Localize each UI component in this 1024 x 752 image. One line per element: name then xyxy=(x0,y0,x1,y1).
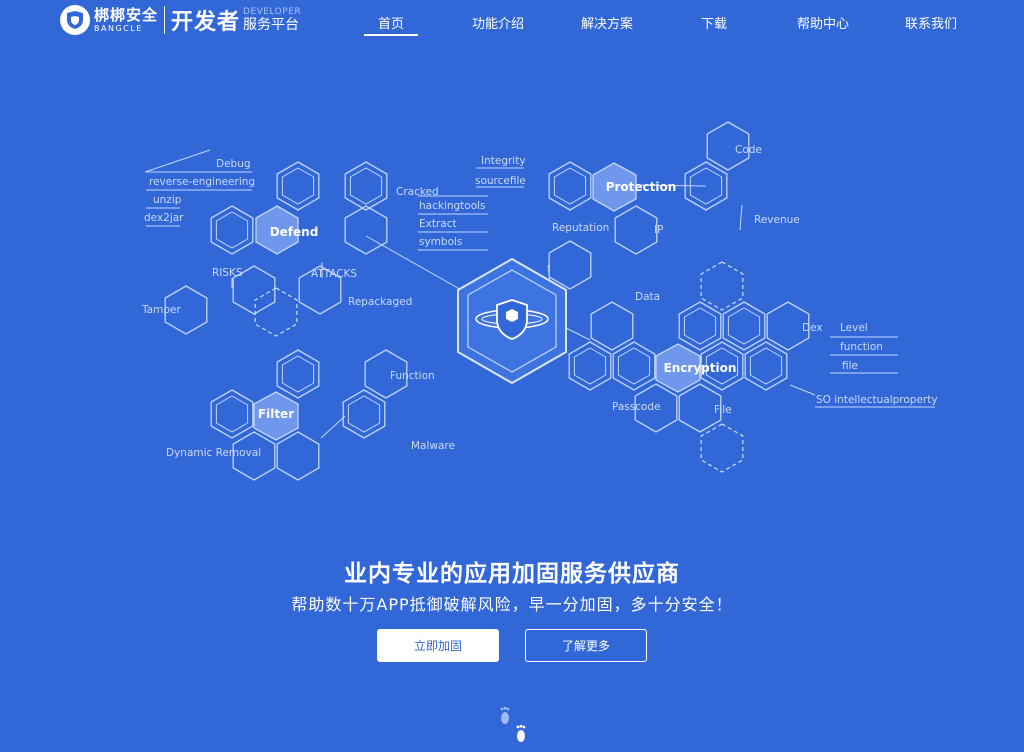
label-risks: RISKS xyxy=(212,267,243,279)
defend-cluster: Defend xyxy=(164,161,388,337)
label-malware: Malware xyxy=(411,440,455,452)
label-dex2jar: dex2jar xyxy=(144,212,184,224)
label-passcode: Passcode xyxy=(612,401,661,413)
label-function: Function xyxy=(390,370,435,382)
label-cracked: Cracked xyxy=(396,186,439,198)
label-data: Data xyxy=(635,291,660,303)
label-reverse-engineering: reverse-engineering xyxy=(149,176,255,188)
nav-item-solutions[interactable]: 解决方案 xyxy=(580,17,634,32)
nav-item-help[interactable]: 帮助中心 xyxy=(796,17,850,32)
filter-cluster: Filter xyxy=(210,349,408,481)
nav-item-home[interactable]: 首页 xyxy=(377,17,405,32)
nav-item-features[interactable]: 功能介绍 xyxy=(471,17,525,32)
defend-hub-label: Defend xyxy=(270,225,319,239)
label-level: Level xyxy=(840,322,868,334)
nav-item-download[interactable]: 下载 xyxy=(700,17,728,32)
label-so-intellectual-property: SO intellectualproperty xyxy=(816,394,938,406)
security-hexagon-illustration: Defend Protection Encryption xyxy=(141,121,938,481)
logo-subtitle: DEVELOPER 服务平台 xyxy=(243,7,302,33)
label-sourcefile: sourcefile xyxy=(475,175,526,187)
logo-brand-cn: 梆梆安全 xyxy=(94,5,159,24)
start-hardening-button[interactable]: 立即加固 xyxy=(377,629,499,662)
bangcle-shield-icon xyxy=(60,5,90,35)
learn-more-button[interactable]: 了解更多 xyxy=(525,629,647,662)
hero-subtitle: 帮助数十万APP抵御破解风险，早一分加固，多十分安全！ xyxy=(291,595,733,614)
nav-item-contact[interactable]: 联系我们 xyxy=(904,17,958,32)
encryption-hub-label: Encryption xyxy=(664,361,737,375)
shield-icon xyxy=(475,299,549,340)
header: 梆梆安全 BANGCLE 开发者 DEVELOPER 服务平台 首页 功能介绍 … xyxy=(0,0,1024,44)
logo-divider xyxy=(164,6,166,34)
logo-title: 开发者 xyxy=(171,10,241,35)
label-extract: Extract xyxy=(419,218,457,230)
label-revenue: Revenue xyxy=(754,214,800,226)
label-reputation: Reputation xyxy=(552,222,609,234)
label-debug: Debug xyxy=(216,158,251,170)
logo-subtitle-cn: 服务平台 xyxy=(243,17,300,33)
logo-brand-en: BANGCLE xyxy=(94,23,143,33)
label-ip: IP xyxy=(654,224,663,236)
label-symbols: symbols xyxy=(419,236,462,248)
label-function-lc: function xyxy=(840,341,883,353)
label-file: File xyxy=(714,404,732,416)
label-tamper: Tamper xyxy=(141,304,181,316)
label-unzip: unzip xyxy=(153,194,182,206)
scroll-down-footprints-icon[interactable] xyxy=(493,704,537,750)
hero-title: 业内专业的应用加固服务供应商 xyxy=(344,561,680,587)
illustration-labels: Debug reverse-engineering unzip dex2jar … xyxy=(141,144,938,459)
protection-cluster: Protection xyxy=(548,121,750,290)
label-code: Code xyxy=(735,144,762,156)
label-repackaged: Repackaged xyxy=(348,296,412,308)
label-file-lc: file xyxy=(842,360,858,372)
logo-subtitle-en: DEVELOPER xyxy=(243,7,302,17)
nav-active-indicator xyxy=(364,34,418,36)
label-integrity: Integrity xyxy=(481,155,526,167)
encryption-cluster: Encryption xyxy=(568,261,810,473)
logo-brand: 梆梆安全 BANGCLE xyxy=(94,5,159,33)
protection-hub-label: Protection xyxy=(606,180,677,194)
label-hackingtools: hackingtools xyxy=(419,200,486,212)
label-dex: Dex xyxy=(802,322,823,334)
label-attacks: ATTACKS xyxy=(311,268,357,280)
label-dynamic-removal: Dynamic Removal xyxy=(166,447,261,459)
label-rules xyxy=(146,167,935,408)
filter-hub-label: Filter xyxy=(258,407,294,421)
logo[interactable]: 梆梆安全 BANGCLE 开发者 DEVELOPER 服务平台 xyxy=(60,4,301,36)
